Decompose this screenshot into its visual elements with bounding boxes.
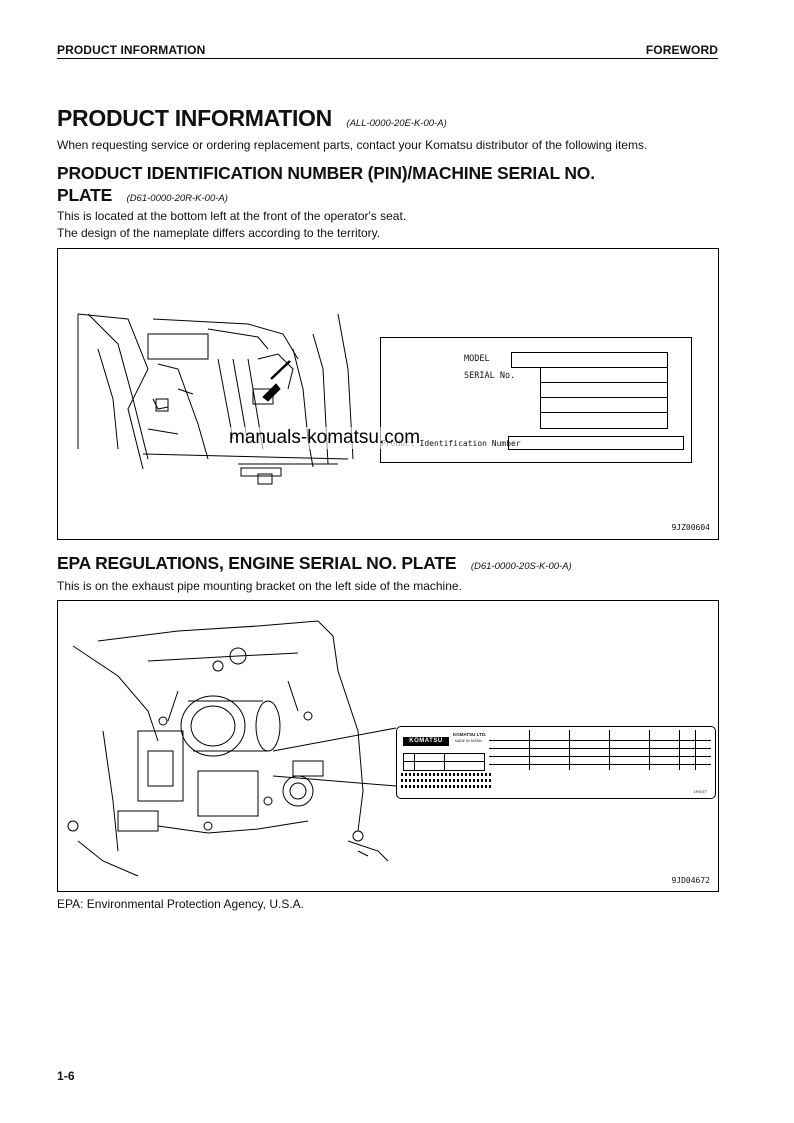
epa-footnote: EPA: Environmental Protection Agency, U.… <box>57 897 305 911</box>
pin-heading-line1: PRODUCT IDENTIFICATION NUMBER (PIN)/MACH… <box>57 163 595 183</box>
model-field <box>511 352 668 368</box>
epa-text: This is on the exhaust pipe mounting bra… <box>57 579 462 593</box>
running-header-left: PRODUCT INFORMATION <box>57 43 206 57</box>
brand-text: KOMATSU <box>409 738 443 744</box>
pin-text-line1: This is located at the bottom left at th… <box>57 209 407 223</box>
page-number: 1-6 <box>57 1069 75 1083</box>
made-in-text: MADE IN JAPAN <box>455 739 482 743</box>
machine-serial-nameplate: MODEL SERIAL No. Product Identification … <box>380 337 692 463</box>
epa-code: (D61-0000-20S-K-00-A) <box>470 561 572 572</box>
pin-figure-id: 9JZ00604 <box>671 523 710 532</box>
running-header-right: FOREWORD <box>645 43 718 57</box>
pin-field <box>508 436 684 450</box>
plate-footer-code: 1F0077 <box>693 789 707 794</box>
epa-figure-id: 9JD04672 <box>671 876 710 885</box>
komatsu-logo: KOMATSU <box>403 737 449 746</box>
epa-heading-title: EPA REGULATIONS, ENGINE SERIAL NO. PLATE <box>57 553 457 573</box>
pin-heading-plate: PLATE <box>57 185 113 205</box>
section-heading: PRODUCT INFORMATION (ALL-0000-20E-K-00-A… <box>57 105 447 132</box>
epa-heading: EPA REGULATIONS, ENGINE SERIAL NO. PLATE… <box>57 553 572 574</box>
serial-field <box>540 367 668 429</box>
company-name: KOMATSU LTD. <box>453 732 487 737</box>
pin-text-line2: The design of the nameplate differs acco… <box>57 226 381 240</box>
pin-heading-line2: PLATE (D61-0000-20R-K-00-A) <box>57 185 228 206</box>
pin-code: (D61-0000-20R-K-00-A) <box>126 193 228 204</box>
model-label: MODEL <box>464 354 490 364</box>
header-rule <box>57 58 718 59</box>
engine-compartment-drawing <box>67 620 397 877</box>
pin-figure-frame: MODEL SERIAL No. Product Identification … <box>57 248 719 540</box>
epa-figure-frame: KOMATSU KOMATSU LTD. MADE IN JAPAN 1F007… <box>57 600 719 892</box>
serial-label: SERIAL No. <box>464 371 516 381</box>
page-title: PRODUCT INFORMATION <box>57 105 332 131</box>
section-code: (ALL-0000-20E-K-00-A) <box>346 118 447 129</box>
epa-engine-serial-plate: KOMATSU KOMATSU LTD. MADE IN JAPAN 1F007… <box>396 726 716 799</box>
watermark: manuals-komatsu.com <box>229 427 421 449</box>
intro-text: When requesting service or ordering repl… <box>57 138 648 152</box>
pin-label: Product Identification Number <box>381 439 521 448</box>
